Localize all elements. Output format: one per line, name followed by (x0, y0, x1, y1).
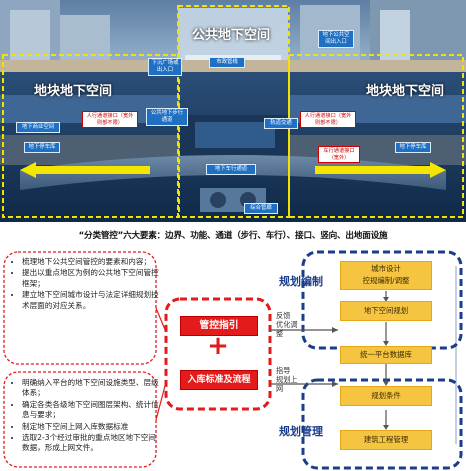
control-elements-list: 梳理地下公共空间管控的要素和内容； 提出以重点地区为例的公共地下空间管控框架； … (12, 257, 160, 312)
list-item: 明确纳入平台的地下空间设施类型、层级体系； (22, 378, 160, 399)
plan-management-title: 规划管理 (279, 425, 323, 438)
database-standard-list: 明确纳入平台的地下空间设施类型、层级体系； 确定各类各级地下空间图层架构、统计信… (12, 378, 160, 455)
label-public-ped-corridor: 公共地下步行通道 (146, 108, 188, 126)
list-item: 梳理地下公共空间管控的要素和内容； (22, 257, 160, 267)
label-right-connect: 人行通道接口（宽外则部不限） (300, 111, 356, 128)
left-bottom-frame (3, 371, 157, 468)
underground-space-section-illustration: 公共地下空间 地块地下空间 地块地下空间 下沉广场或出入口 地下公共空间出入口 … (0, 0, 466, 222)
feedback-label: 反馈 优化调整 (276, 311, 298, 338)
urban-design-box: 城市设计 控规编制/调整 (340, 261, 432, 290)
diagram-frames (3, 250, 463, 470)
list-item: 提出以重点地区为例的公共地下空间管控框架； (22, 268, 160, 289)
label-right-parking: 地下停车库 (395, 142, 431, 153)
figure-caption: “分类管控”六大要素：边界、功能、通道（步行、车行）、接口、竖向、出地面设施 (78, 231, 388, 241)
list-item: 选取2-3个经过审批的重点地区地下空间数据，形成上网文件。 (22, 433, 160, 454)
label-lower-plaza: 下沉广场或出入口 (148, 58, 182, 76)
label-metro: 轨道交通 (264, 118, 298, 129)
database-standard-box: 入库标准及流程 (180, 370, 258, 390)
right-plot-title: 地块地下空间 (366, 84, 445, 99)
label-public-entrance: 地下公共空间出入口 (318, 30, 354, 48)
label-left-parking: 地下停车库 (24, 142, 60, 153)
label-city-corridor: 市政管线 (209, 57, 245, 68)
section-drawing (0, 0, 466, 222)
plan-making-title: 规划编制 (279, 275, 323, 288)
left-arrow (20, 162, 150, 178)
right-arrow (315, 162, 446, 178)
unified-platform-box: 统一平台数据库 (340, 346, 432, 364)
left-plot-title: 地块地下空间 (34, 84, 113, 99)
underground-planning-box: 地下空间规划 (340, 301, 432, 321)
public-space-title: 公共地下空间 (192, 28, 271, 43)
label-utility-tunnel: 综合管廊 (244, 203, 278, 214)
plus-sign: + (207, 331, 229, 361)
list-item: 建立地下空间城市设计与法定详细规划技术层面的对应关系。 (22, 290, 160, 311)
building-management-box: 建筑工程管理 (340, 430, 432, 450)
control-guide-box: 管控指引 (180, 316, 258, 336)
label-right-car-connect: 车行通道接口（宽外） (318, 146, 360, 163)
list-item: 制定地下空间上网入库数据标准 (22, 422, 160, 432)
plan-management-frame (301, 378, 463, 470)
label-left-commerce: 地下商业空间 (16, 122, 60, 133)
planning-conditions-box: 规划条件 (340, 386, 432, 406)
center-frame (164, 297, 272, 411)
guide-label: 指导 规划上网 (276, 366, 298, 393)
label-left-connect: 人行通道接口（宽外则部不限） (82, 111, 138, 128)
label-road-tunnel: 地下车行通道 (206, 164, 256, 175)
list-item: 确定各类各级地下空间图层架构、统计信息与要求； (22, 400, 160, 421)
